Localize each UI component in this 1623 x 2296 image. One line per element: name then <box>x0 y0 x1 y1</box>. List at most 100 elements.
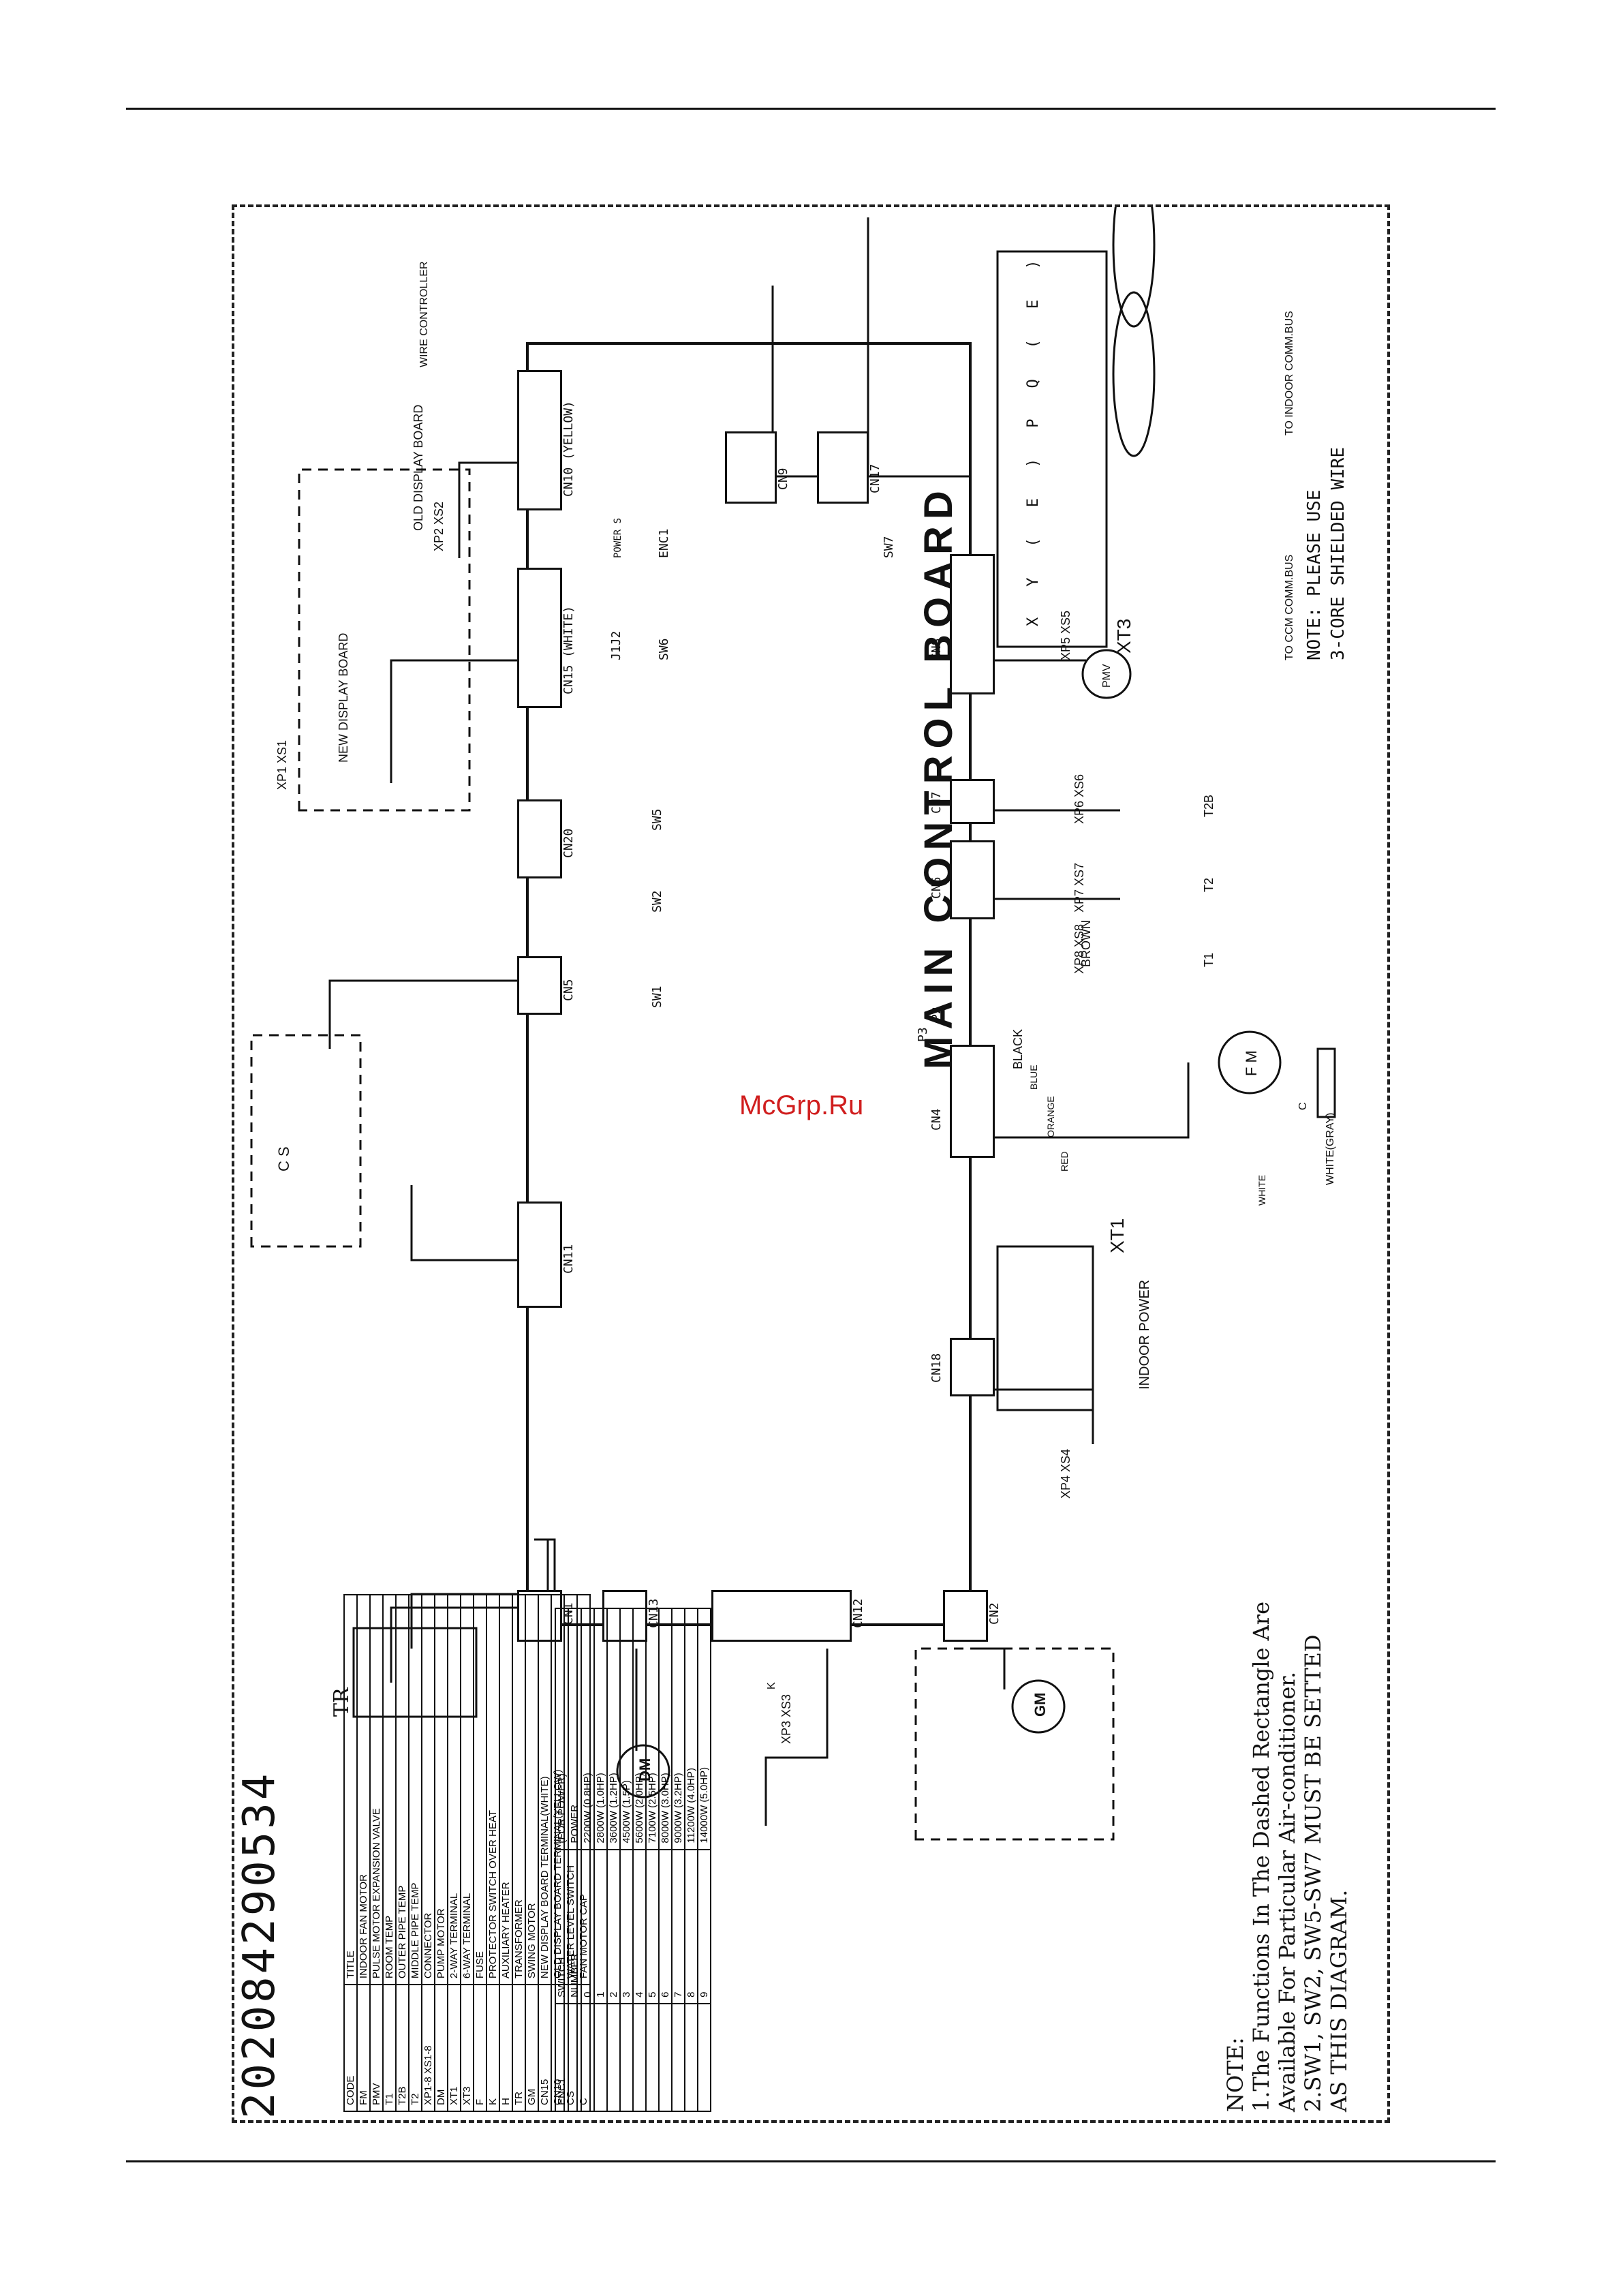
t1-label: T1 <box>1202 952 1216 967</box>
legend-code: XT3 <box>461 1985 474 2111</box>
power-enc1-blank <box>685 2003 698 2111</box>
power-header-switch: SWITCH <box>555 1849 568 2004</box>
cn17-bus <box>771 286 970 478</box>
legend-code: T2 <box>409 1985 422 2111</box>
xt3-term-q: Q <box>1025 348 1042 388</box>
cn15-connector <box>517 568 562 708</box>
xp4xs4-label: XP4 XS4 <box>1059 1448 1072 1499</box>
cs-label: C S <box>275 1146 292 1172</box>
legend-title: PULSE MOTOR EXPANSION VALVE <box>370 1595 383 1985</box>
wire-orange: ORANGE <box>1045 1096 1056 1137</box>
power-value: 7100W (2.5HP) <box>646 1608 659 1850</box>
cn9-bus <box>867 217 970 478</box>
cn2-wire <box>970 1647 1006 1689</box>
fan-motor-circle <box>1218 1030 1282 1095</box>
wire-red: RED <box>1059 1151 1070 1172</box>
main-board-outline <box>526 342 972 1626</box>
power-number: 7 <box>672 1849 685 2004</box>
transformer-body <box>352 1627 478 1718</box>
sw2-label: SW2 <box>650 890 664 913</box>
cn18-connector <box>950 1338 995 1396</box>
xt3-term-e1: (E) <box>1025 427 1042 547</box>
xp7xs7-label: XP7 XS7 <box>1072 862 1086 913</box>
cn4-wire <box>970 1062 1190 1139</box>
shield-note-1: NOTE: PLEASE USE <box>1304 489 1325 660</box>
bus-indoor-label: TO INDOOR COMM.BUS <box>1284 311 1295 435</box>
t2-label: T2 <box>1202 877 1216 892</box>
xt3-term-p: P <box>1025 388 1042 428</box>
cn7-connector <box>950 779 995 824</box>
cn5-label: CN5 <box>561 979 576 1001</box>
cn15-label: CN15 (WHITE) <box>561 605 576 694</box>
gm-circle <box>1011 1679 1066 1734</box>
power-value: 14000W (5.0HP) <box>698 1608 711 1850</box>
cn2-label: CN2 <box>987 1602 1002 1625</box>
legend-title: INDOOR FAN MOTOR <box>357 1595 370 1985</box>
power-enc1-blank <box>646 2003 659 2111</box>
power-number: 0 <box>581 1849 594 2004</box>
xt3-terminal-block <box>996 250 1108 648</box>
power-enc1-blank <box>659 2003 672 2111</box>
power-s-label: POWER S <box>613 517 623 558</box>
dm-circle <box>616 1744 670 1798</box>
cn18-label: CN18 <box>929 1353 944 1383</box>
t2b-label: T2B <box>1202 794 1216 817</box>
power-value: 11200W (4.0HP) <box>685 1608 698 1850</box>
legend-header-code: CODE <box>344 1985 357 2111</box>
cn11-connector <box>517 1201 562 1308</box>
xt3-term-labels: XY(E)PQ(E) <box>1025 230 1042 627</box>
note-2: Available For Particular Air-conditioner… <box>1274 1671 1300 2112</box>
sw7-label: SW7 <box>882 536 896 558</box>
k-label: K <box>766 1682 777 1689</box>
cn11-wire <box>410 1185 527 1261</box>
cn9-label: CN9 <box>776 468 790 490</box>
power-number: 5 <box>646 1849 659 2004</box>
p3-label: P3 <box>916 1027 930 1042</box>
xt3-label: XT3 <box>1113 618 1134 654</box>
legend-code: XP1-8 XS1-8 <box>422 1985 435 2111</box>
legend-code: H <box>499 1985 512 2111</box>
legend-code: PMV <box>370 1985 383 2111</box>
pmv-circle <box>1081 649 1132 699</box>
note-3: 2.SW1, SW2, SW5-SW7 MUST BE SETTED <box>1300 1634 1326 2112</box>
gm-label: GM <box>1032 1692 1049 1717</box>
power-header-row: ENC1 SWITCH (FOR POWER) <box>555 1608 568 2111</box>
power-number: 1 <box>594 1849 607 2004</box>
legend-title: SWING MOTOR <box>525 1595 538 1985</box>
shield-note-2: 3-CORE SHIELDED WIRE <box>1328 446 1348 660</box>
legend-header-title: TITLE <box>344 1595 357 1985</box>
power-value: 5600W (2.0HP) <box>633 1608 646 1850</box>
cn15-wire <box>390 659 527 783</box>
power-enc1-blank <box>633 2003 646 2111</box>
cn12-connector <box>711 1590 852 1642</box>
cn4-label: CN4 <box>929 1108 944 1131</box>
legend-code: DM <box>435 1985 448 2111</box>
power-value: 2200W (0.8HP) <box>581 1608 594 1850</box>
power-header-blank <box>568 2003 581 2111</box>
legend-title: FUSE <box>474 1595 486 1985</box>
legend-code: GM <box>525 1985 538 2111</box>
power-header-power: POWER <box>568 1608 581 1850</box>
xt3-term-e2: (E) <box>1025 229 1042 349</box>
shield-cylinder-1 <box>1112 291 1156 457</box>
legend-title: 2-WAY TERMINAL <box>448 1595 461 1985</box>
legend-title: NEW DISPLAY BOARD TERMINAL(WHITE) <box>538 1595 551 1985</box>
legend-title: CONNECTOR <box>422 1595 435 1985</box>
power-enc1-blank <box>672 2003 685 2111</box>
power-enc1-blank <box>581 2003 594 2111</box>
watermark: McGrp.Ru <box>739 1090 864 1120</box>
power-number: 4 <box>633 1849 646 2004</box>
cn5-connector <box>517 956 562 1015</box>
